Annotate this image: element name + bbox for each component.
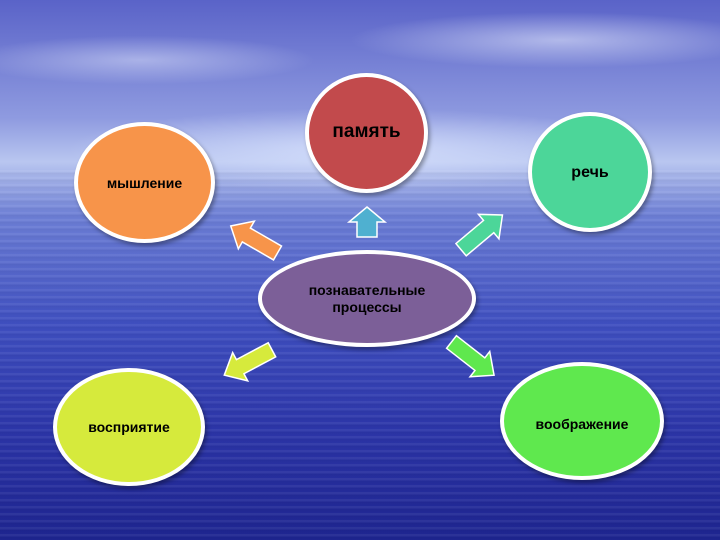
node-imagination-label: воображение (535, 416, 629, 432)
node-perception: восприятие (53, 368, 205, 486)
node-center-label: познавательные процессы (308, 281, 426, 315)
node-speech-label: речь (571, 164, 609, 181)
arrow-to-perception (223, 341, 277, 382)
node-memory-label: память (332, 121, 401, 142)
node-perception-label: восприятие (88, 419, 170, 435)
node-thinking: мышление (74, 122, 215, 243)
arrow-to-speech (454, 213, 504, 257)
node-memory: память (305, 73, 428, 193)
arrow-to-thinking (229, 220, 283, 261)
node-speech: речь (528, 112, 652, 232)
arrow-to-imagination (445, 334, 495, 378)
node-thinking-label: мышление (106, 174, 183, 191)
arrow-to-memory (346, 206, 388, 238)
node-center: познавательные процессы (258, 250, 476, 347)
node-imagination: воображение (500, 362, 664, 480)
